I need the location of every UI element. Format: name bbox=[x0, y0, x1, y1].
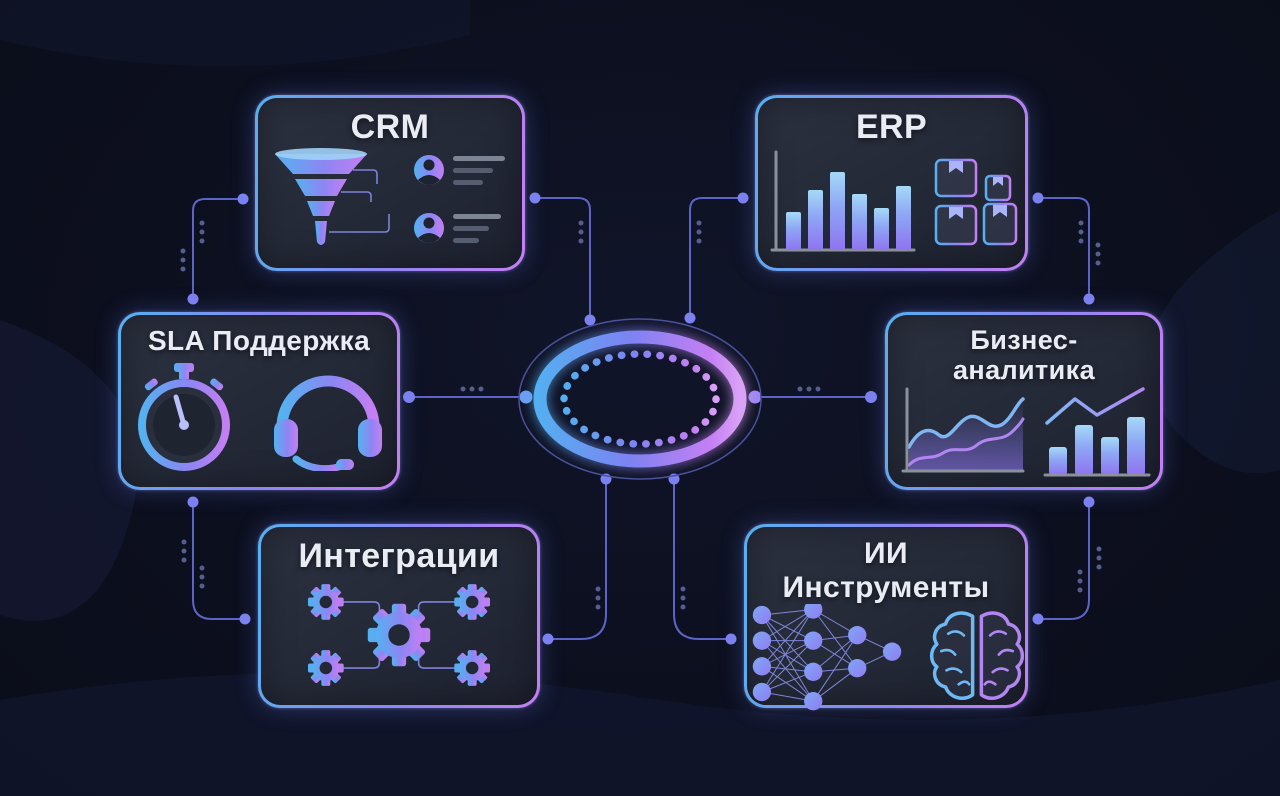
decorative-ellipsis-dots bbox=[180, 220, 1102, 610]
bar-chart-icon bbox=[766, 146, 916, 258]
hub-main-ring bbox=[533, 330, 747, 468]
headset-icon bbox=[270, 363, 386, 471]
card-ai-title: ИИ Инструменты bbox=[782, 537, 990, 604]
card-erp-title: ERP bbox=[855, 108, 928, 146]
connector-hub-ai bbox=[673, 478, 732, 640]
connector-hub-integrations bbox=[547, 478, 607, 640]
connector-erp-bi bbox=[1037, 197, 1090, 300]
gears-network-icon bbox=[271, 577, 527, 693]
customer-profile-list-icon bbox=[413, 148, 513, 256]
connector-crm-sla bbox=[192, 198, 244, 300]
card-sla-title: SLA Поддержка bbox=[147, 325, 371, 356]
central-hub bbox=[518, 318, 762, 480]
hub-dotted-ring bbox=[560, 350, 720, 448]
connector-crm-hub bbox=[534, 197, 591, 321]
card-sla[interactable]: SLA Поддержка bbox=[118, 312, 400, 490]
trend-bar-chart-icon bbox=[1041, 385, 1151, 481]
connector-sla-integrations bbox=[192, 501, 246, 620]
card-ai[interactable]: ИИ Инструменты bbox=[744, 524, 1028, 711]
card-bi-title-line2: аналитика bbox=[952, 355, 1096, 386]
card-crm-title: CRM bbox=[350, 108, 430, 146]
connector-bi-ai bbox=[1037, 501, 1090, 620]
neural-network-icon bbox=[747, 604, 907, 714]
sales-funnel-icon bbox=[267, 148, 397, 256]
hub-outer-orbit bbox=[518, 318, 762, 480]
card-bi-title: Бизнес- аналитика bbox=[953, 325, 1095, 385]
card-integrations[interactable]: Интеграции bbox=[258, 524, 540, 708]
connector-endpoint-dots bbox=[187, 192, 1095, 645]
card-crm[interactable]: CRM bbox=[255, 95, 525, 271]
area-chart-icon bbox=[897, 385, 1027, 481]
connector-erp-hub bbox=[689, 197, 744, 319]
card-bi-title-line1: Бизнес- bbox=[970, 325, 1078, 355]
card-integrations-title: Интеграции bbox=[298, 537, 500, 575]
inventory-boxes-icon bbox=[932, 154, 1018, 250]
card-bi[interactable]: Бизнес- аналитика bbox=[885, 312, 1163, 490]
brain-icon bbox=[929, 607, 1025, 711]
card-erp[interactable]: ERP bbox=[755, 95, 1028, 271]
stopwatch-icon bbox=[132, 361, 236, 473]
